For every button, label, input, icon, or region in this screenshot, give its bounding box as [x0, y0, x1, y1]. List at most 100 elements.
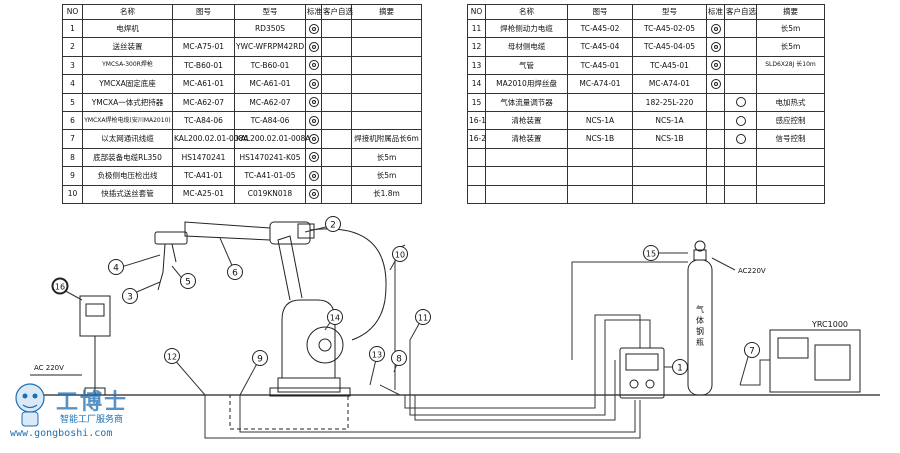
callout-2: 2	[325, 216, 341, 232]
cell-name-text: YMCSA-300R焊枪	[102, 61, 153, 69]
cell-model-text: TC-A45-02-05	[643, 23, 696, 33]
cell-remarks-text: SLD6X28J 长10m	[765, 61, 816, 69]
controller-label: YRC1000	[811, 320, 848, 329]
cell-model-text: C019KN018	[247, 189, 293, 199]
cell-drawing-no-text: MC-A62-07	[182, 97, 225, 107]
wire-feeder	[297, 223, 315, 239]
cell-name-text: YMCXA一体式把持器	[91, 97, 164, 107]
callout-number: 7	[749, 347, 755, 357]
standard-mark-icon	[308, 115, 319, 126]
cell-model-text: HS1470241-K05	[239, 152, 301, 162]
standard-mark-icon	[308, 134, 319, 145]
cell-model-text: TC-A45-01	[650, 60, 689, 70]
optional-mark-icon	[735, 115, 746, 126]
callout-circle	[51, 277, 69, 295]
callout-circle	[672, 359, 688, 375]
robot-base	[277, 377, 341, 393]
cell-drawing-no-text: NCS-1B	[585, 134, 615, 144]
standard-mark-icon	[710, 60, 721, 71]
cell-drawing-no-text: MC-A61-01	[182, 79, 225, 89]
cell-no-text: 4	[70, 79, 75, 89]
cleaning-station-foot	[84, 387, 106, 396]
cell-no-text: 5	[70, 97, 75, 107]
callout-circle	[122, 288, 138, 304]
callout-number: 15	[646, 250, 656, 259]
callout-number: 13	[372, 351, 382, 360]
welder-body	[619, 347, 665, 399]
standard-mark-icon	[308, 42, 319, 53]
cell-remarks-text: 长5m	[780, 23, 801, 33]
callout-number: 4	[113, 264, 119, 274]
cell-remarks-text: 感应控制	[775, 115, 806, 125]
cable-routing	[204, 244, 770, 439]
header-standard: 标准	[305, 4, 322, 20]
cell-drawing-no-text: TC-A45-02	[580, 23, 620, 33]
cell-drawing-no-text: TC-A45-01	[580, 60, 620, 70]
cell-model-text: MC-A62-07	[249, 97, 291, 107]
cell-model-text: NCS-1B	[655, 134, 684, 144]
cell-no-text: 11	[471, 23, 482, 33]
callout-12: 12	[164, 348, 180, 364]
cell-remarks-text: 长5m	[780, 42, 801, 52]
controller-panel	[777, 337, 809, 359]
callout-circle	[392, 246, 408, 262]
cell-name-text: MA2010用焊丝盘	[496, 79, 557, 89]
cell-no-text: 14	[471, 79, 482, 89]
robot-lower-arm	[277, 235, 303, 301]
callout-circle	[369, 346, 385, 362]
robot-floor-plate	[269, 387, 351, 397]
cell-drawing-no-text: TC-A84-06	[184, 115, 223, 125]
cell-model-text: TC-B60-01	[250, 60, 290, 70]
wire-spool-hub	[318, 338, 332, 352]
callout-11: 11	[415, 309, 431, 325]
cell-name-text: 电焊机	[116, 23, 139, 33]
torch-neck	[157, 243, 166, 291]
cell-standard	[305, 129, 322, 149]
ac220v-label-right: AC220V	[738, 267, 766, 275]
callout-13: 13	[369, 346, 385, 362]
standard-mark-icon	[308, 189, 319, 200]
callout-circle	[415, 309, 431, 325]
callout-circle	[252, 350, 268, 366]
callout-15: 15	[643, 245, 659, 261]
cell-model-text: TC-A41-01-05	[244, 171, 296, 181]
cell-drawing-no-text: HS1470241	[181, 152, 226, 162]
table-row	[467, 147, 825, 168]
controller-fan	[814, 344, 851, 381]
callout-number: 8	[396, 355, 402, 365]
gas-cylinder	[687, 240, 713, 396]
welder-display	[625, 353, 659, 371]
standard-mark-icon	[710, 78, 721, 89]
cell-name-text: 气体流量调节器	[500, 97, 553, 107]
robot-elbow	[269, 221, 311, 245]
cell-no-text: 15	[471, 97, 482, 107]
cell-remarks-text: 信号控制	[775, 134, 806, 144]
cell-name-text: 清枪装置	[511, 115, 542, 125]
cylinder-valve	[693, 249, 707, 261]
cell-model-text: 182-25L-220	[645, 97, 694, 107]
callout-9: 9	[252, 350, 268, 366]
cell-no-text: 6	[70, 115, 75, 125]
callout-circle	[391, 350, 407, 366]
callout-number: 2	[330, 221, 336, 231]
cell-drawing-no-text: MC-A75-01	[182, 42, 225, 52]
watermark-url: www.gongboshi.com	[10, 428, 113, 439]
callout-number: 16	[55, 283, 65, 292]
cell-no-text: 8	[70, 152, 75, 162]
cell-model-text: TC-A84-06	[250, 115, 290, 125]
flow-regulator-gauge	[694, 240, 706, 252]
callout-number: 6	[232, 269, 238, 279]
cell-no-text: 1	[70, 23, 75, 33]
callout-number: 12	[167, 353, 177, 362]
cell-name: 快插式送丝套管	[82, 184, 173, 204]
ac220v-label-left: AC 220V	[34, 364, 64, 372]
callout-5: 5	[180, 273, 196, 289]
cell-name-text: 气管	[519, 60, 534, 70]
watermark-logo: 工博士 智能工厂服务商 www.gongboshi.com	[8, 372, 158, 448]
